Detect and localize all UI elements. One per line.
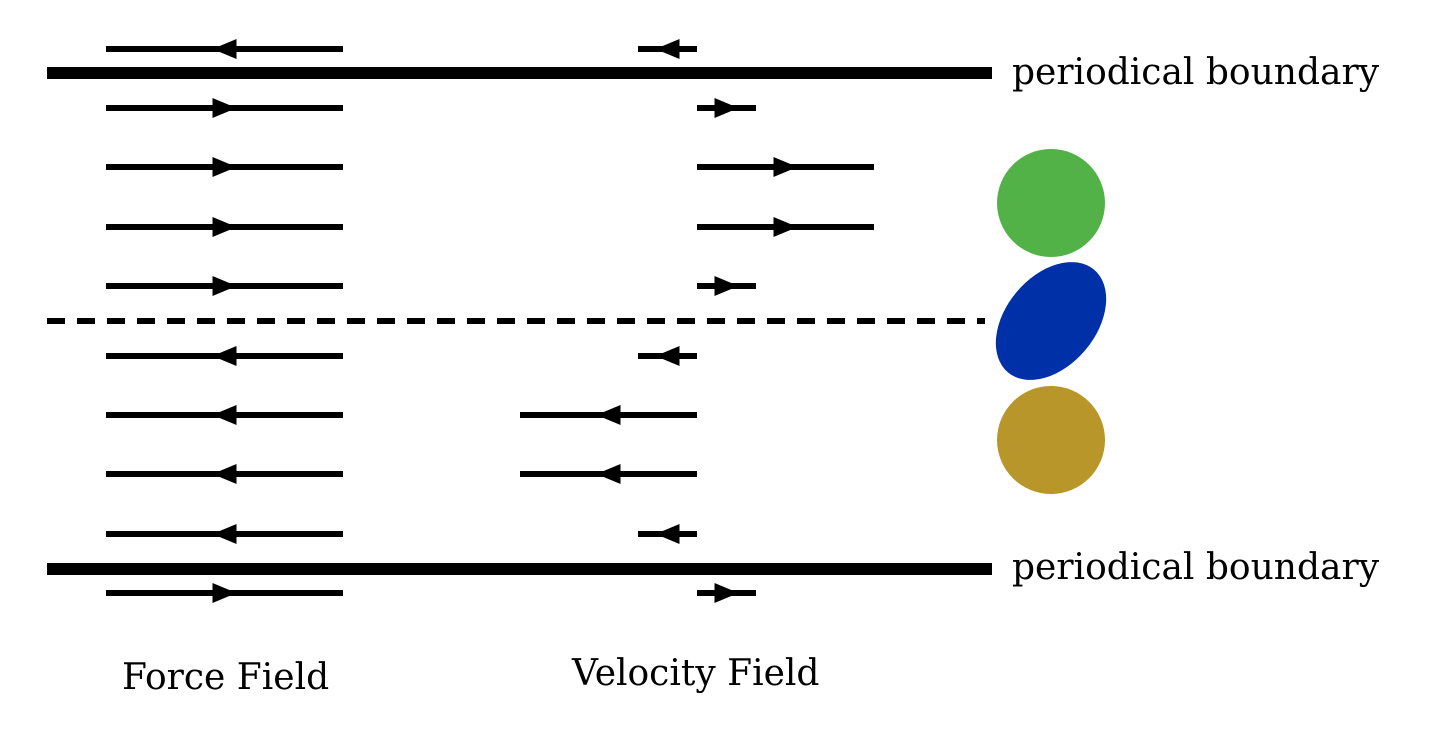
velocity-arrow	[638, 39, 697, 59]
particle-bottom	[997, 386, 1105, 494]
velocity-field-arrows	[520, 39, 874, 603]
periodic-boundary-label-top: periodical boundary	[1012, 52, 1380, 93]
velocity-arrow	[638, 524, 697, 544]
periodic-boundary-label-bottom: periodical boundary	[1012, 547, 1380, 588]
velocity-arrow	[638, 346, 697, 366]
velocity-arrow	[697, 276, 756, 296]
force-arrow	[106, 157, 343, 177]
velocity-arrow	[697, 157, 874, 177]
particle-top	[997, 149, 1105, 257]
velocity-arrow	[520, 405, 697, 425]
velocity-arrow	[697, 98, 756, 118]
force-arrow	[106, 346, 343, 366]
force-arrow	[106, 464, 343, 484]
velocity-field-label: Velocity Field	[572, 653, 820, 694]
force-arrow	[106, 98, 343, 118]
velocity-arrow	[520, 464, 697, 484]
force-arrow	[106, 405, 343, 425]
force-field-label: Force Field	[122, 657, 330, 698]
velocity-arrow	[697, 583, 756, 603]
force-arrow	[106, 217, 343, 237]
force-arrow	[106, 524, 343, 544]
force-field-arrows	[106, 39, 343, 603]
force-arrow	[106, 276, 343, 296]
velocity-arrow	[697, 217, 874, 237]
particle-middle	[995, 262, 1107, 380]
force-arrow	[106, 39, 343, 59]
force-arrow	[106, 583, 343, 603]
